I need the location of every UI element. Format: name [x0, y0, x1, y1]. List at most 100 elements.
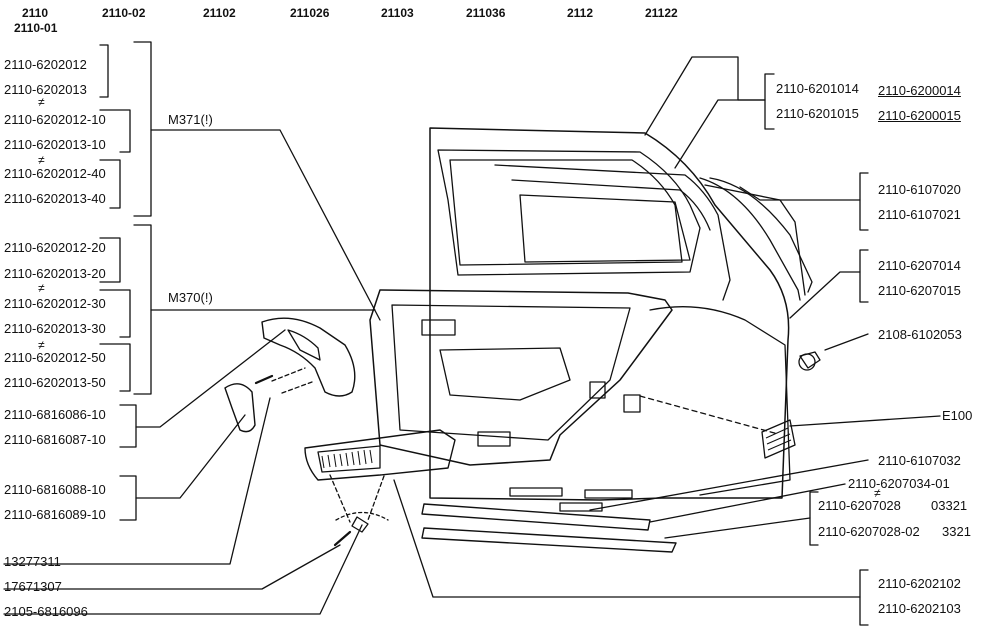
not-equal-mark: ≠: [38, 281, 45, 295]
bracket: [133, 41, 152, 217]
part-number: 2105-6816096: [4, 604, 88, 619]
not-equal-mark: ≠: [38, 95, 45, 109]
model-label: 2112: [567, 6, 594, 20]
moulding-strip: [421, 527, 677, 553]
part-number: 2110-6202013: [4, 82, 87, 97]
part-number: 2110-6202012-30: [4, 296, 106, 311]
leader-line: [664, 517, 811, 539]
part-number: 2110-6202013-10: [4, 137, 106, 152]
bracket: [99, 237, 121, 283]
leader-line: [3, 397, 271, 565]
bracket: [119, 475, 137, 521]
nut: [351, 516, 369, 533]
bracket: [764, 73, 775, 130]
part-number: 2110-6200014: [878, 83, 961, 98]
leader-line: [674, 99, 766, 169]
seal-channel: [494, 164, 731, 301]
leader-line: [649, 483, 846, 523]
glass-panel: [519, 194, 691, 263]
part-number: 2110-6107020: [878, 182, 961, 197]
frame-slot: [559, 502, 603, 512]
leader-line: [824, 333, 869, 351]
frame-slot: [584, 489, 633, 499]
lock-recess: [477, 431, 511, 447]
part-number: 2110-6202013-20: [4, 266, 106, 281]
part-number: 2110-6107032: [878, 453, 961, 468]
part-number: 2110-6202013-50: [4, 375, 106, 390]
part-number: E100: [942, 408, 973, 423]
panel-pocket: [439, 347, 571, 401]
model-label: 2110-02: [102, 6, 146, 20]
part-number: 2110-6207015: [878, 283, 961, 298]
part-number: 2110-6202012: [4, 57, 87, 72]
part-number: 2110-6200015: [878, 108, 961, 123]
assembly-line: [335, 511, 389, 521]
clip-part-head: [799, 351, 821, 369]
model-label: 211036: [466, 6, 506, 20]
part-number: 2110-6816087-10: [4, 432, 106, 447]
part-number: 3321: [942, 524, 971, 539]
leader-line: [150, 129, 381, 321]
door-pocket-cover: [304, 429, 456, 481]
inner-panel-recess: [391, 304, 631, 441]
pocket-grille: [317, 445, 381, 473]
leader-line: [789, 415, 941, 427]
assembly-line: [639, 395, 779, 435]
part-number: 2110-6816086-10: [4, 407, 106, 422]
model-label: 21103: [381, 6, 414, 20]
bracket: [859, 569, 869, 626]
leader-line: [789, 271, 861, 319]
bracket: [809, 491, 819, 546]
inner-door-panel: [369, 289, 673, 466]
frame-slot: [509, 487, 563, 497]
seal-channel: [511, 179, 711, 231]
screw: [333, 530, 352, 547]
not-equal-mark: ≠: [38, 338, 45, 352]
bracket: [99, 343, 131, 392]
leader-line: [644, 56, 766, 136]
part-number: 2110-6202012-10: [4, 112, 106, 127]
assembly-line: [271, 367, 306, 382]
speaker-grille: [761, 419, 796, 459]
assembly-line: [329, 474, 351, 523]
part-number: 17671307: [4, 579, 62, 594]
model-label: 2110: [22, 6, 49, 20]
window-frame: [437, 149, 701, 276]
moulding-strip: [421, 503, 651, 531]
window-opening: [449, 159, 683, 266]
part-number: 13277311: [4, 554, 61, 569]
part-number: 2110-6202012-40: [4, 166, 106, 181]
model-sublabel: 2110-01: [14, 21, 58, 35]
door-seal: [704, 184, 806, 296]
model-label: 211026: [290, 6, 330, 20]
bracket: [859, 172, 869, 231]
armrest-opening: [287, 329, 321, 361]
part-number: 2110-6201014: [776, 81, 859, 96]
armrest: [261, 317, 356, 397]
not-equal-mark: ≠: [38, 153, 45, 167]
bracket: [99, 109, 131, 153]
bracket: [99, 289, 131, 338]
part-number: 2110-6202103: [878, 601, 961, 616]
leader-line: [135, 329, 286, 428]
part-number: 2110-6202102: [878, 576, 961, 591]
leader-line: [3, 524, 363, 615]
callout-label: M371(!): [168, 112, 213, 127]
body-seal: [649, 306, 791, 496]
part-number: 2108-6102053: [878, 327, 962, 342]
bracket: [99, 44, 109, 98]
pull-cup: [224, 383, 256, 433]
part-number: 2110-6207028-02: [818, 524, 920, 539]
screw: [254, 374, 274, 385]
door-frame-outer: [429, 127, 790, 501]
model-label: 21122: [645, 6, 678, 20]
model-label: 21102: [203, 6, 236, 20]
part-number: 2110-6207034-01: [848, 476, 950, 491]
panel-opening: [623, 394, 641, 413]
part-number: 2110-6207028: [818, 498, 901, 513]
part-number: 2110-6202013-40: [4, 191, 106, 206]
handle-recess: [421, 319, 456, 336]
part-number: 2110-6107021: [878, 207, 961, 222]
